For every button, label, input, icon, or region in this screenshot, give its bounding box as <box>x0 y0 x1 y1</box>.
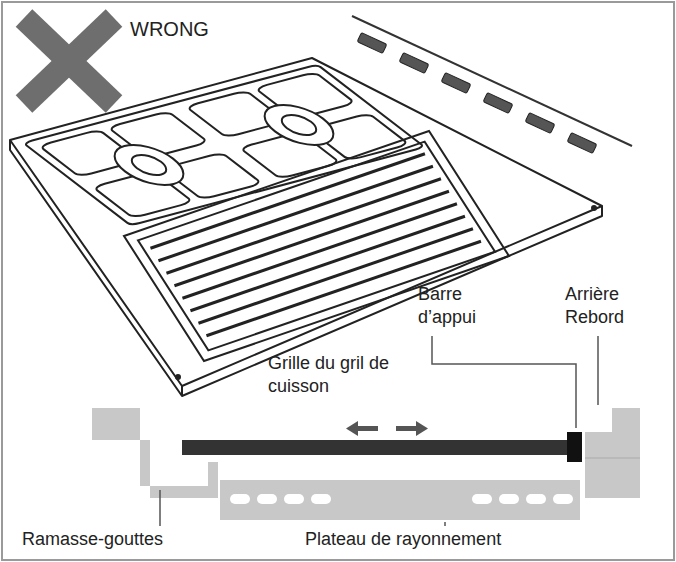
warning-label: WRONG <box>130 18 250 41</box>
leader-lines <box>160 336 598 526</box>
griddle-grill <box>124 131 509 361</box>
part-label: Ramasse-gouttes <box>22 528 222 551</box>
wrong-cross <box>24 18 114 104</box>
cooktop <box>10 58 602 396</box>
part-label: Grille du gril de cuisson <box>268 352 393 398</box>
part-label: Arrière Rebord <box>565 283 655 329</box>
part-label: Plateau de rayonnement <box>305 528 605 551</box>
move-arrows <box>346 421 428 436</box>
rear-ledge <box>585 408 640 498</box>
grill-grate <box>182 440 574 455</box>
cross-section <box>92 408 640 520</box>
part-label: Barre d’appui <box>418 283 500 329</box>
support-bar <box>567 432 582 462</box>
radiant-tray <box>220 480 580 520</box>
